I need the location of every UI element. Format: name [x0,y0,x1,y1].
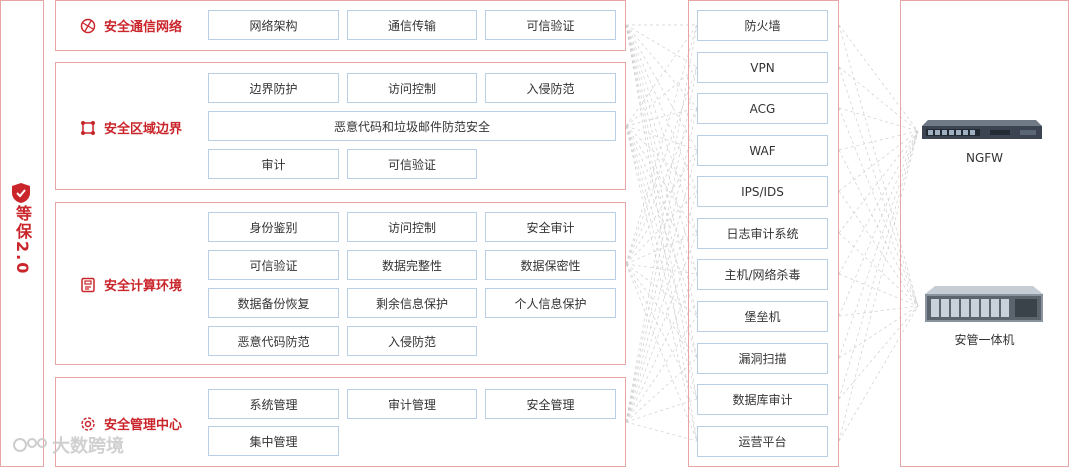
connector-line [625,149,698,265]
connector-line [625,125,698,234]
network-icon [80,18,96,33]
connector-line [625,421,698,442]
ngfw-device-icon [922,120,1042,139]
item-access-control: 访问控制 [347,212,477,242]
boundary-icon [81,120,95,135]
item-audit-management: 审计管理 [347,389,477,419]
item-intrusion-prevention: 入侵防范 [485,73,616,103]
item-audit: 审计 [208,149,339,179]
product-host-network-antivirus: 主机/网络杀毒 [697,259,828,290]
item-data-backup-recovery: 数据备份恢复 [208,288,339,318]
item-intrusion-prevention: 入侵防范 [347,326,477,356]
connector-line [625,315,698,423]
product-database-audit: 数据库审计 [697,384,828,415]
level-protection-label: 等保2.0 [13,205,32,276]
connector-line [625,125,698,442]
connector-line [625,232,698,423]
connector-line [625,263,698,442]
gear-icon [81,416,95,431]
connector-line [625,357,698,423]
connector-line [625,263,698,275]
section-title-communication: 安全通信网络 [80,16,182,35]
connector-line [625,24,698,109]
connector-line [625,107,698,127]
connector-line [625,66,698,265]
item-network-architecture: 网络架构 [208,10,339,40]
item-trusted-verification: 可信验证 [485,10,616,40]
product-vpn: VPN [697,52,828,83]
connector-line [625,190,698,265]
connector-line [625,107,698,265]
connector-line [625,125,698,317]
connector-line [625,263,698,317]
product-vulnerability-scan: 漏洞扫描 [697,343,828,374]
connector-line [625,273,698,423]
item-security-audit: 安全审计 [485,212,616,242]
connector-line [625,24,698,68]
device-label-ngfw: NGFW [965,151,1004,165]
connector-line [625,125,698,151]
connector-line [625,398,698,423]
item-access-control: 访问控制 [347,73,477,103]
connector-line [625,190,698,423]
product-log-audit-system: 日志审计系统 [697,218,828,249]
item-personal-info-protection: 个人信息保护 [485,288,616,318]
item-data-integrity: 数据完整性 [347,250,477,280]
connector-line [625,24,698,317]
level-protection-panel [0,0,44,467]
product-waf: WAF [697,135,828,166]
item-data-confidentiality: 数据保密性 [485,250,616,280]
connector-line [625,125,698,359]
item-trusted-verification: 可信验证 [208,250,339,280]
product-operations-platform: 运营平台 [697,426,828,457]
connector-line [625,24,698,442]
section-title-boundary: 安全区域边界 [80,118,182,137]
connector-line [625,24,698,151]
shield-icon [12,183,30,203]
connector-line [625,24,698,400]
item-malware-spam-prevention: 恶意代码和垃圾邮件防范安全 [208,111,616,141]
connector-line [625,263,698,359]
device-label-security-appliance: 安管一体机 [954,333,1015,347]
connector-line [625,125,698,400]
connector-line [625,263,698,400]
connector-line [625,24,698,275]
item-malware-prevention: 恶意代码防范 [208,326,339,356]
connector-line [625,149,698,423]
server-device-icon [925,286,1043,322]
connector-line [625,24,698,423]
section-title-management: 安全管理中心 [80,414,182,433]
devices-panel [900,0,1069,467]
item-centralized-management: 集中管理 [208,426,339,456]
connector-line [625,107,698,423]
connector-line [625,24,698,192]
connector-line [625,125,698,192]
product-bastion-host: 堡垒机 [697,301,828,332]
connector-line [625,125,698,275]
connector-line [625,24,698,127]
connector-line [625,66,698,423]
connector-line [625,24,698,265]
item-trusted-verification: 可信验证 [347,149,477,179]
connector-line [625,24,698,359]
item-residual-info-protection: 剩余信息保护 [347,288,477,318]
item-identity-authentication: 身份鉴别 [208,212,339,242]
connector-line [625,232,698,265]
item-communication-transfer: 通信传输 [347,10,477,40]
connector-line [625,66,698,127]
connector-line [625,24,698,234]
watermark-logo-icon [13,438,47,452]
section-title-computing: 安全计算环境 [80,275,182,294]
item-system-management: 系统管理 [208,389,339,419]
product-acg: ACG [697,93,828,124]
product-ips-ids: IPS/IDS [697,176,828,207]
compute-icon [81,277,95,292]
item-boundary-protection: 边界防护 [208,73,339,103]
watermark: 大数跨境 [12,432,124,458]
product-firewall: 防火墙 [697,10,828,41]
item-security-management: 安全管理 [485,389,616,419]
